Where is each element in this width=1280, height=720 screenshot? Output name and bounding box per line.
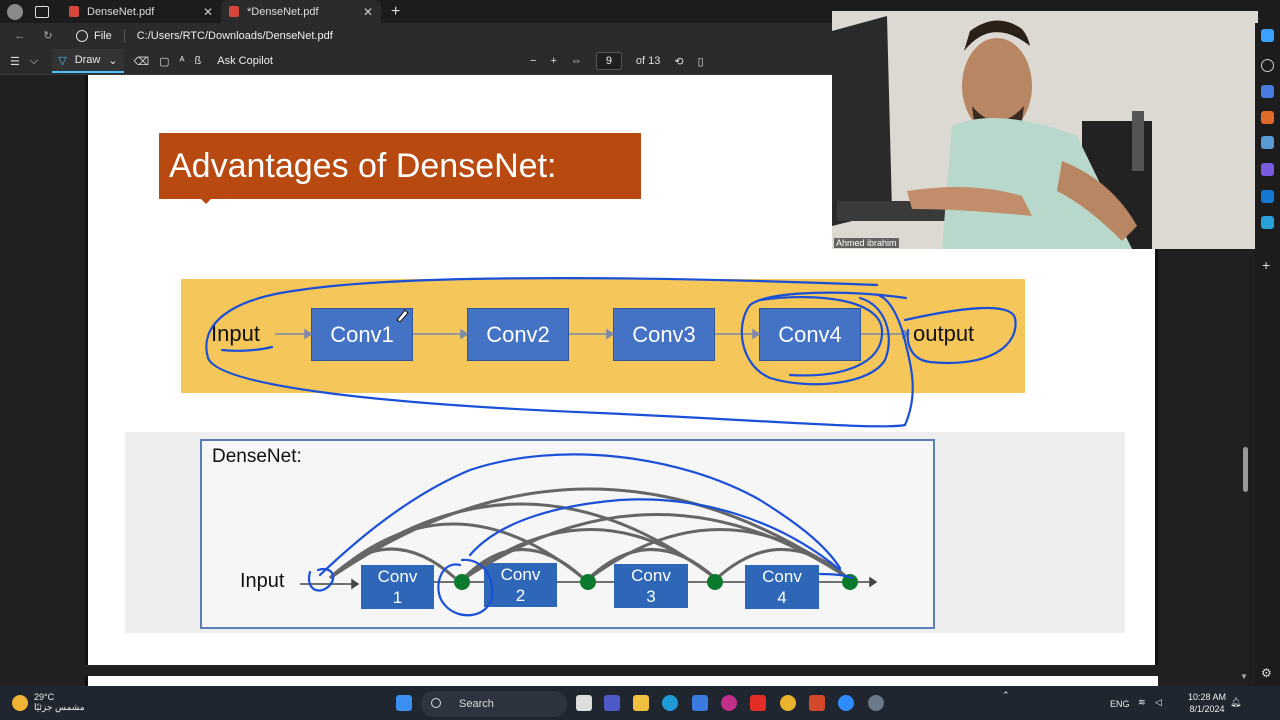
- search-icon[interactable]: [1261, 59, 1274, 72]
- webcam-feed: Ahmed ibrahim: [832, 11, 1258, 249]
- highlight-icon[interactable]: ⌵: [29, 54, 39, 67]
- webcam-image: [832, 11, 1258, 249]
- back-icon[interactable]: ←: [14, 29, 26, 42]
- pdf-icon: [229, 6, 239, 17]
- scroll-down-icon[interactable]: ▼: [1240, 672, 1248, 681]
- m365-icon[interactable]: [1261, 163, 1274, 176]
- pen-icon: ▽: [58, 54, 67, 67]
- url-field[interactable]: C:/Users/RTC/Downloads/DenseNet.pdf: [136, 29, 333, 42]
- slide-title: Advantages of DenseNet:: [159, 133, 641, 199]
- tag-icon[interactable]: [1261, 85, 1274, 98]
- profile-icon[interactable]: [7, 3, 23, 20]
- chevron-down-icon[interactable]: ⌄: [108, 54, 118, 67]
- media-app-icon[interactable]: [721, 695, 737, 711]
- contents-icon[interactable]: ☰: [10, 55, 20, 68]
- text-box-icon[interactable]: ▢: [159, 55, 170, 68]
- tab-densenet-modified[interactable]: *DenseNet.pdf ✕: [221, 0, 381, 23]
- page-navigator: − + ⇔ 9 of 13 ⟲ ▯: [530, 52, 704, 70]
- notifications-icon[interactable]: 🔔︎: [1230, 697, 1242, 707]
- draw-button[interactable]: ▽ Draw ⌄: [52, 49, 124, 73]
- tab-label: *DenseNet.pdf: [247, 5, 319, 18]
- weather-widget[interactable]: 29°C مشمس جزئيًا: [12, 692, 85, 713]
- tab-densenet[interactable]: DenseNet.pdf ✕: [61, 0, 221, 23]
- chrome-icon[interactable]: [780, 695, 796, 711]
- add-sidebar-icon[interactable]: +: [1262, 257, 1271, 273]
- close-tab-icon[interactable]: ✕: [202, 4, 213, 19]
- edge-icon[interactable]: [662, 695, 678, 711]
- tray-chevron-icon[interactable]: ⌃: [1002, 690, 1010, 700]
- divider: [123, 28, 125, 43]
- send-icon[interactable]: [1261, 216, 1274, 229]
- conv1-box: Conv1: [311, 308, 413, 361]
- language-indicator[interactable]: ENG: [1110, 699, 1130, 709]
- zoom-icon[interactable]: [838, 695, 854, 711]
- search-icon: [431, 698, 441, 708]
- draw-label: Draw: [74, 54, 101, 66]
- close-tab-icon[interactable]: ✕: [362, 4, 373, 19]
- densenet-input-label: Input: [240, 570, 285, 592]
- tab-label: DenseNet.pdf: [87, 5, 155, 18]
- wifi-icon[interactable]: ≋: [1138, 697, 1146, 707]
- callout-tail: [200, 198, 212, 204]
- zoom-out-button[interactable]: −: [530, 55, 537, 67]
- system-clock[interactable]: 10:28 AM 8/1/2024: [1188, 691, 1226, 715]
- clock-date: 8/1/2024: [1189, 704, 1225, 714]
- copilot-icon[interactable]: [1261, 29, 1274, 42]
- taskbar-search[interactable]: Search: [421, 691, 567, 717]
- weather-temp: 29°C: [34, 692, 55, 702]
- refresh-icon[interactable]: ↻: [43, 30, 53, 42]
- participant-name: Ahmed ibrahim: [834, 238, 899, 248]
- conv4-box: Conv4: [759, 308, 861, 361]
- scheme-label: File: [94, 29, 112, 42]
- info-icon[interactable]: [76, 29, 88, 42]
- zoom-in-button[interactable]: +: [550, 55, 557, 67]
- pipeline-background: [181, 279, 1025, 393]
- eraser-icon[interactable]: ⌫: [133, 55, 150, 68]
- volume-icon[interactable]: ◁: [1155, 697, 1162, 707]
- translate-icon[interactable]: ß: [194, 55, 202, 67]
- edge-sidebar: + ⚙: [1255, 23, 1280, 685]
- settings-app-icon[interactable]: [868, 695, 884, 711]
- conv2-box: Conv2: [467, 308, 569, 361]
- fit-width-icon[interactable]: ⇔: [570, 55, 582, 67]
- briefcase-icon[interactable]: [1261, 111, 1274, 124]
- weather-sun-icon: [12, 694, 28, 711]
- pipeline-output-label: output: [913, 321, 975, 346]
- outlook-icon[interactable]: [1261, 190, 1274, 203]
- clock-time: 10:28 AM: [1188, 692, 1227, 702]
- densenet-title: DenseNet:: [212, 446, 302, 467]
- densenet-frame: [200, 439, 935, 629]
- page-number-input[interactable]: 9: [595, 52, 622, 70]
- page-total: of 13: [635, 55, 661, 67]
- rotate-icon[interactable]: ⟲: [674, 55, 684, 68]
- scrollbar-thumb[interactable]: [1243, 447, 1248, 492]
- ask-copilot-button[interactable]: Ask Copilot: [217, 55, 273, 67]
- next-pdf-page: [85, 676, 1158, 686]
- search-label: Search: [459, 698, 494, 710]
- pdf-icon: [69, 6, 79, 17]
- weather-desc: مشمس جزئيًا: [34, 702, 85, 712]
- file-explorer-icon[interactable]: [633, 695, 649, 711]
- pipeline-input-label: Input: [211, 321, 260, 346]
- page-view-icon[interactable]: ▯: [697, 55, 704, 68]
- games-icon[interactable]: [1261, 136, 1274, 149]
- teams-icon[interactable]: [604, 695, 620, 711]
- powerpoint-icon[interactable]: [809, 695, 825, 711]
- windows-start-icon[interactable]: [396, 695, 412, 711]
- youtube-icon[interactable]: [750, 695, 766, 711]
- new-tab-button[interactable]: +: [391, 2, 401, 20]
- conv3-box: Conv3: [613, 308, 715, 361]
- store-icon[interactable]: [692, 695, 708, 711]
- tab-actions-icon[interactable]: [35, 5, 49, 18]
- read-aloud-icon[interactable]: ᴬ: [179, 55, 185, 67]
- task-view-icon[interactable]: [576, 695, 592, 711]
- settings-gear-icon[interactable]: ⚙: [1261, 666, 1272, 680]
